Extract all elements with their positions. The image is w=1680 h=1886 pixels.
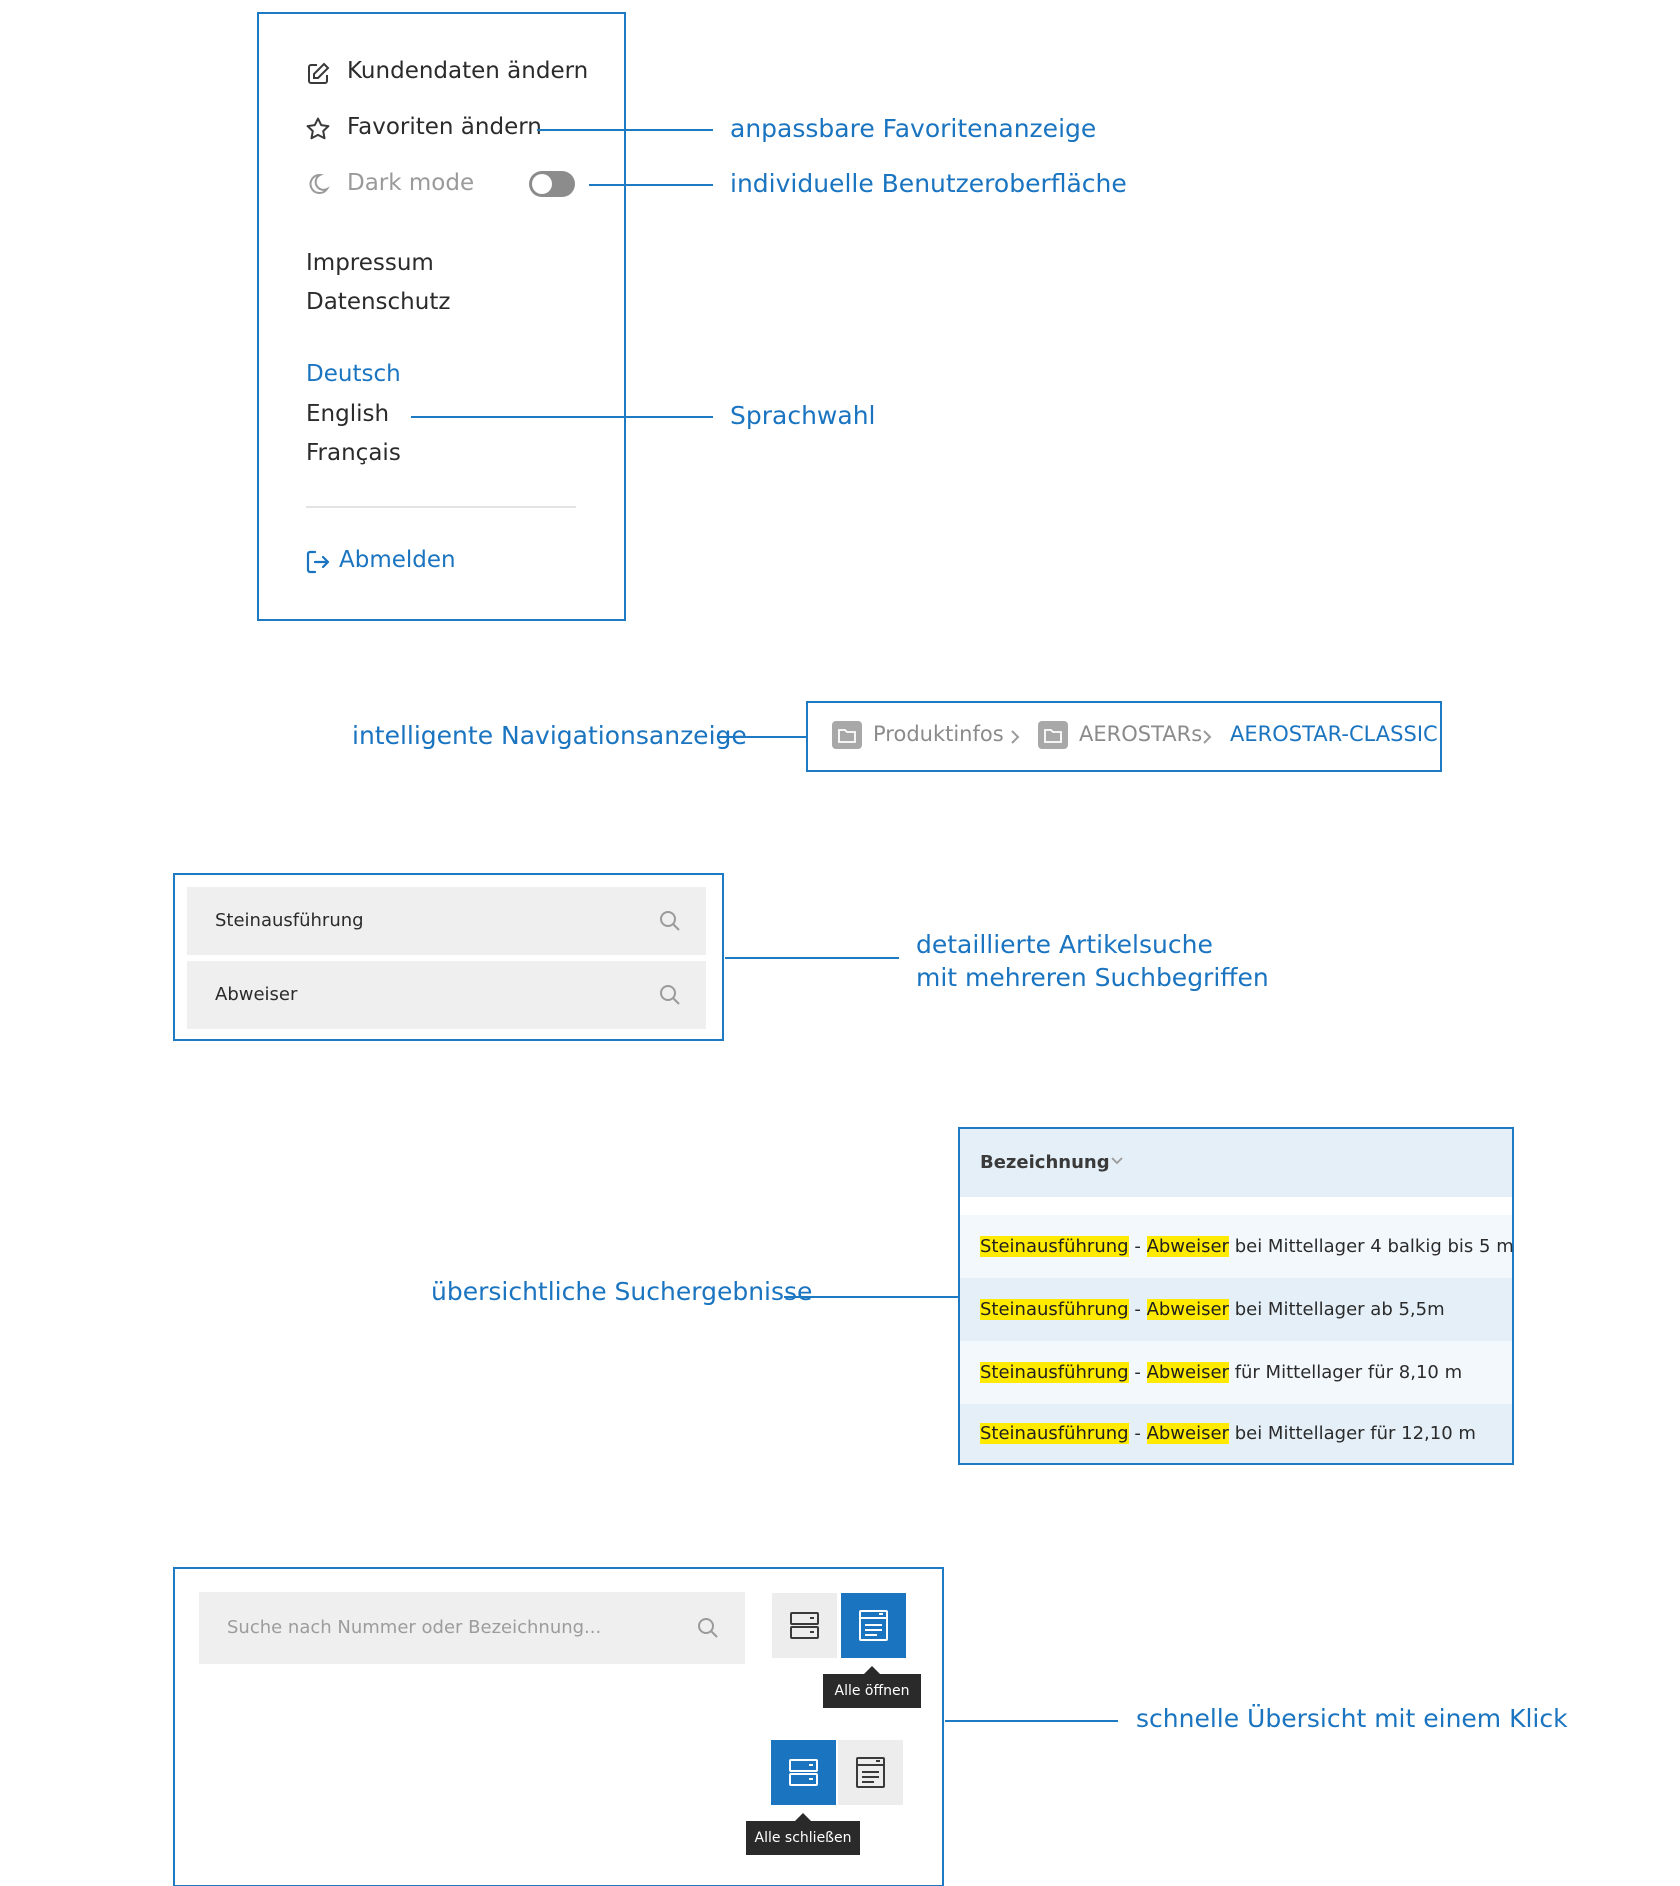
result-separator: - <box>1134 1299 1141 1320</box>
breadcrumb <box>806 701 1442 772</box>
menu-divider <box>306 506 576 508</box>
result-separator: - <box>1134 1423 1141 1444</box>
tooltip-close-all: Alle schließen <box>746 1813 860 1855</box>
search-icon[interactable] <box>658 909 682 933</box>
collapse-all-button[interactable] <box>771 1740 836 1805</box>
annotation-overview: schnelle Übersicht mit einem Klick <box>1136 1704 1568 1733</box>
annotation-navigation: intelligente Navigationsanzeige <box>352 721 747 750</box>
collapse-all-button[interactable] <box>772 1593 837 1658</box>
menu-panel <box>257 12 626 621</box>
menu-edit-customer[interactable]: Kundendaten ändern <box>347 58 589 84</box>
connector-favorites <box>537 129 713 131</box>
search-field-2[interactable]: Abweiser <box>187 961 706 1029</box>
connector-navigation <box>719 736 807 738</box>
annotation-favorites: anpassbare Favoritenanzeige <box>730 114 1097 143</box>
table-header: Bezeichnung <box>960 1129 1512 1197</box>
highlight-term2: Abweiser <box>1146 1362 1229 1383</box>
tooltip-arrow <box>795 1813 811 1821</box>
table-row[interactable]: Steinausführung - Abweiser bei Mittellag… <box>960 1215 1514 1278</box>
chevron-down-icon[interactable] <box>1110 1156 1124 1166</box>
language-fr[interactable]: Français <box>306 440 401 466</box>
highlight-term2: Abweiser <box>1146 1423 1229 1444</box>
connector-ui <box>589 184 713 186</box>
menu-edit-favorites[interactable]: Favoriten ändern <box>347 114 542 140</box>
main-search-input[interactable]: Suche nach Nummer oder Bezeichnung... <box>199 1592 745 1664</box>
search-term-2: Abweiser <box>215 984 298 1005</box>
connector-language <box>411 416 713 418</box>
highlight-term2: Abweiser <box>1146 1299 1229 1320</box>
language-de[interactable]: Deutsch <box>306 361 401 387</box>
folder-icon <box>832 721 862 749</box>
search-field-1[interactable]: Steinausführung <box>187 887 706 955</box>
logout-icon <box>305 549 331 575</box>
tooltip-arrow <box>864 1666 880 1674</box>
highlight-term1: Steinausführung <box>980 1423 1129 1444</box>
highlight-term2: Abweiser <box>1146 1236 1229 1257</box>
result-rest: bei Mittellager 4 balkig bis 5 m <box>1234 1236 1514 1257</box>
result-rest: für Mittellager für 8,10 m <box>1234 1362 1463 1383</box>
table-row[interactable]: Steinausführung - Abweiser bei Mittellag… <box>960 1404 1512 1463</box>
chevron-right-icon <box>1201 728 1213 746</box>
breadcrumb-item-produktinfos[interactable]: Produktinfos <box>873 722 1004 746</box>
highlight-term1: Steinausführung <box>980 1236 1129 1257</box>
annotation-search-line2: mit mehreren Suchbegriffen <box>916 963 1269 992</box>
star-icon <box>305 116 331 142</box>
dark-mode-toggle[interactable] <box>529 171 575 197</box>
menu-imprint[interactable]: Impressum <box>306 250 434 276</box>
connector-overview <box>945 1720 1118 1722</box>
table-row[interactable]: Steinausführung - Abweiser für Mittellag… <box>960 1341 1512 1404</box>
menu-dark-mode: Dark mode <box>347 170 475 196</box>
connector-search <box>725 957 899 959</box>
highlight-term1: Steinausführung <box>980 1362 1129 1383</box>
annotation-language: Sprachwahl <box>730 401 876 430</box>
annotation-results: übersichtliche Suchergebnisse <box>431 1277 813 1306</box>
moon-icon <box>306 172 330 196</box>
menu-privacy[interactable]: Datenschutz <box>306 289 451 315</box>
folder-icon <box>1038 721 1068 749</box>
search-term-1: Steinausführung <box>215 910 364 931</box>
chevron-right-icon <box>1009 728 1021 746</box>
result-separator: - <box>1134 1362 1141 1383</box>
result-rest: bei Mittellager ab 5,5m <box>1234 1299 1445 1320</box>
language-en[interactable]: English <box>306 401 390 427</box>
highlight-term1: Steinausführung <box>980 1299 1129 1320</box>
breadcrumb-item-current: AEROSTAR-CLASSIC <box>1230 722 1438 746</box>
expand-all-button[interactable] <box>841 1593 906 1658</box>
tooltip-close-all-label: Alle schließen <box>754 1830 852 1846</box>
expand-all-button[interactable] <box>838 1740 903 1805</box>
result-separator: - <box>1134 1236 1141 1257</box>
annotation-search-line1: detaillierte Artikelsuche <box>916 930 1213 959</box>
connector-results <box>784 1296 959 1298</box>
column-header-bezeichnung[interactable]: Bezeichnung <box>980 1152 1110 1173</box>
logout-link[interactable]: Abmelden <box>339 547 456 573</box>
result-rest: bei Mittellager für 12,10 m <box>1234 1423 1476 1444</box>
search-icon[interactable] <box>658 983 682 1007</box>
toggle-knob <box>532 174 552 194</box>
search-placeholder: Suche nach Nummer oder Bezeichnung... <box>227 1617 602 1638</box>
annotation-ui: individuelle Benutzeroberfläche <box>730 169 1127 198</box>
table-row[interactable]: Steinausführung - Abweiser bei Mittellag… <box>960 1278 1512 1341</box>
edit-icon <box>305 61 331 87</box>
tooltip-open-all-label: Alle öffnen <box>834 1683 910 1699</box>
search-icon[interactable] <box>696 1616 720 1640</box>
breadcrumb-item-aerostars[interactable]: AEROSTARs <box>1079 722 1203 746</box>
tooltip-open-all: Alle öffnen <box>823 1666 921 1708</box>
